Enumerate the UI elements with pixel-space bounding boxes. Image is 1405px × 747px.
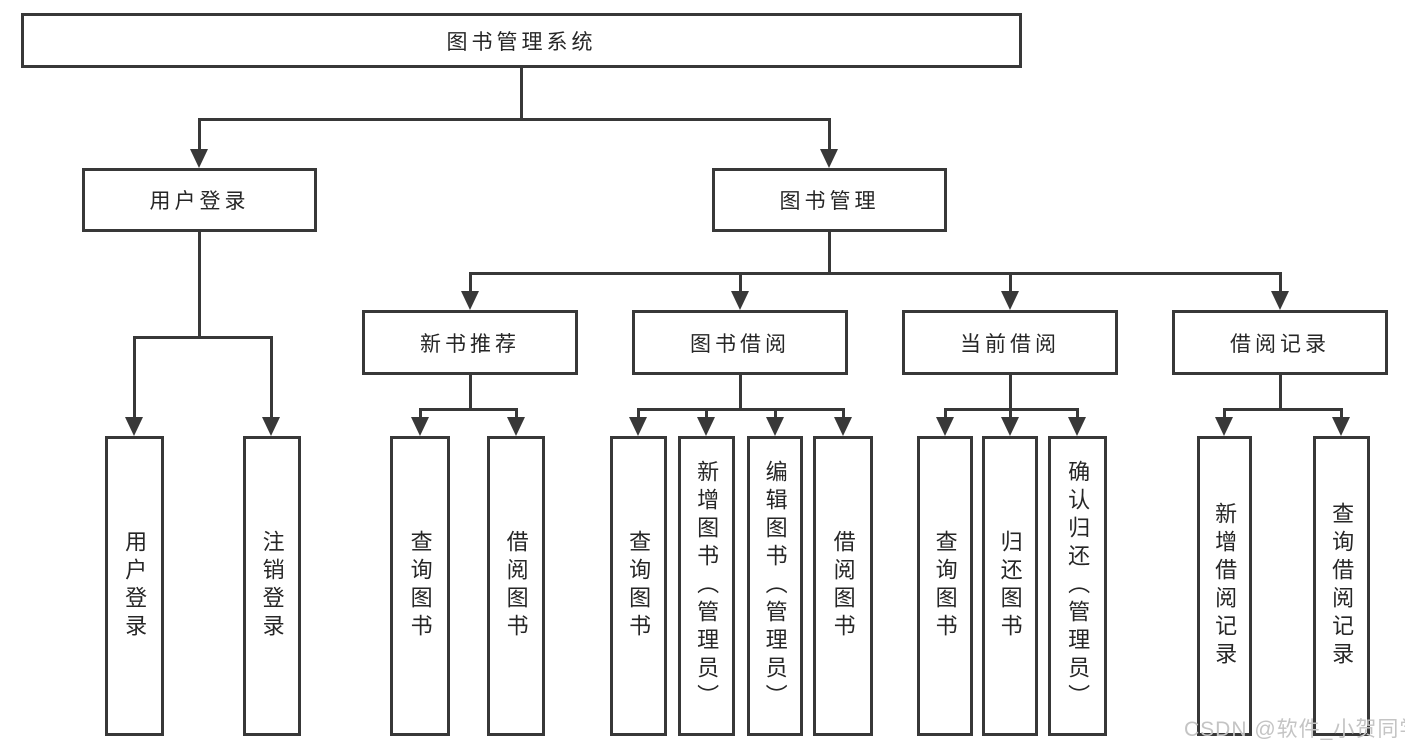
- leaf-borrow-books-borrowing: 借阅图书: [813, 436, 873, 736]
- connector-level3-shaft: [739, 272, 742, 293]
- connector-root-drop: [520, 68, 523, 118]
- connector-group-drop: [469, 375, 472, 408]
- arrow-down-icon: [697, 417, 715, 436]
- leaf-label: 编辑图书（管理员）: [762, 460, 788, 712]
- connector-leaf-shaft: [515, 408, 518, 420]
- arrow-down-icon: [190, 149, 208, 168]
- connector-level3-shaft: [1009, 272, 1012, 293]
- node-new-book-recommendation: 新书推荐: [362, 310, 578, 375]
- connector-leaf-shaft: [705, 408, 708, 420]
- arrow-down-icon: [1271, 291, 1289, 310]
- connector-level2-bar: [198, 118, 831, 121]
- connector-leaf-shaft: [637, 408, 640, 420]
- connector-book-management-shaft: [828, 118, 831, 151]
- leaf-add-book-admin: 新增图书（管理员）: [678, 436, 735, 736]
- connector-leaf-shaft: [842, 408, 845, 420]
- node-label: 图书管理: [779, 190, 880, 213]
- leaf-label: 新增借阅记录: [1212, 502, 1238, 670]
- node-label: 图书管理系统: [446, 30, 597, 54]
- leaf-label: 查询借阅记录: [1329, 502, 1355, 670]
- connector-group-bar: [637, 408, 844, 411]
- leaf-label: 新增图书（管理员）: [694, 460, 720, 712]
- leaf-query-books-borrowing: 查询图书: [610, 436, 667, 736]
- connector-group-drop: [1009, 375, 1012, 408]
- leaf-label: 借阅图书: [503, 530, 529, 642]
- node-label: 借阅记录: [1230, 332, 1330, 356]
- leaf-label: 用户登录: [122, 530, 148, 642]
- node-label: 用户登录: [149, 190, 250, 213]
- connector-leaf-shaft: [1223, 408, 1226, 420]
- arrow-down-icon: [820, 149, 838, 168]
- connector-leaf-shaft: [1340, 408, 1343, 420]
- leaf-label: 借阅图书: [830, 530, 856, 642]
- connector-leaf-shaft: [419, 408, 422, 420]
- connector-group-bar: [419, 408, 517, 411]
- leaf-edit-book-admin: 编辑图书（管理员）: [747, 436, 803, 736]
- leaf-label: 查询图书: [932, 530, 958, 642]
- node-library-management-system: 图书管理系统: [21, 13, 1022, 68]
- arrow-down-icon: [411, 417, 429, 436]
- arrow-down-icon: [1068, 417, 1086, 436]
- arrow-down-icon: [1332, 417, 1350, 436]
- arrow-down-icon: [1215, 417, 1233, 436]
- arrow-down-icon: [262, 417, 280, 436]
- leaf-label: 确认归还（管理员）: [1065, 460, 1091, 712]
- arrow-down-icon: [1001, 291, 1019, 310]
- connector-group-bar: [1223, 408, 1342, 411]
- arrow-down-icon: [731, 291, 749, 310]
- connector-leaf-shaft: [1009, 408, 1012, 420]
- leaf-user-login: 用户登录: [105, 436, 164, 736]
- connector-user-login-bar: [133, 336, 272, 339]
- leaf-logout: 注销登录: [243, 436, 301, 736]
- arrow-down-icon: [1001, 417, 1019, 436]
- arrow-down-icon: [461, 291, 479, 310]
- leaf-return-books: 归还图书: [982, 436, 1038, 736]
- node-book-management: 图书管理: [712, 168, 947, 232]
- leaf-label: 归还图书: [997, 530, 1023, 642]
- node-label: 图书借阅: [690, 332, 790, 356]
- leaf-label: 查询图书: [626, 530, 652, 642]
- connector-leaf-shaft: [774, 408, 777, 420]
- arrow-down-icon: [507, 417, 525, 436]
- leaf-borrow-books-recommend: 借阅图书: [487, 436, 545, 736]
- leaf-label: 注销登录: [259, 530, 285, 642]
- watermark: CSDN @软件_小贺同学: [1184, 718, 1405, 741]
- connector-level3-bar: [469, 272, 1281, 275]
- connector-user-login-shaft: [198, 118, 201, 151]
- connector-leaf-shaft: [270, 336, 273, 419]
- arrow-down-icon: [936, 417, 954, 436]
- connector-level3-shaft: [469, 272, 472, 293]
- connector-leaf-shaft: [133, 336, 136, 419]
- arrow-down-icon: [834, 417, 852, 436]
- arrow-down-icon: [125, 417, 143, 436]
- node-book-borrowing: 图书借阅: [632, 310, 848, 375]
- connector-user-login-drop: [198, 232, 201, 336]
- leaf-confirm-return-admin: 确认归还（管理员）: [1048, 436, 1107, 736]
- connector-leaf-shaft: [1076, 408, 1079, 420]
- leaf-query-books-recommend: 查询图书: [390, 436, 450, 736]
- leaf-add-borrow-record: 新增借阅记录: [1197, 436, 1252, 736]
- connector-group-drop: [739, 375, 742, 408]
- node-current-borrowing: 当前借阅: [902, 310, 1118, 375]
- connector-leaf-shaft: [944, 408, 947, 420]
- node-label: 新书推荐: [420, 332, 520, 356]
- leaf-label: 查询图书: [407, 530, 433, 642]
- connector-level3-shaft: [1279, 272, 1282, 293]
- connector-book-management-drop: [828, 232, 831, 274]
- arrow-down-icon: [629, 417, 647, 436]
- leaf-query-books-current: 查询图书: [917, 436, 973, 736]
- leaf-query-borrow-record: 查询借阅记录: [1313, 436, 1370, 736]
- node-borrowing-records: 借阅记录: [1172, 310, 1388, 375]
- node-label: 当前借阅: [960, 332, 1060, 356]
- arrow-down-icon: [766, 417, 784, 436]
- node-user-login: 用户登录: [82, 168, 317, 232]
- connector-group-drop: [1279, 375, 1282, 408]
